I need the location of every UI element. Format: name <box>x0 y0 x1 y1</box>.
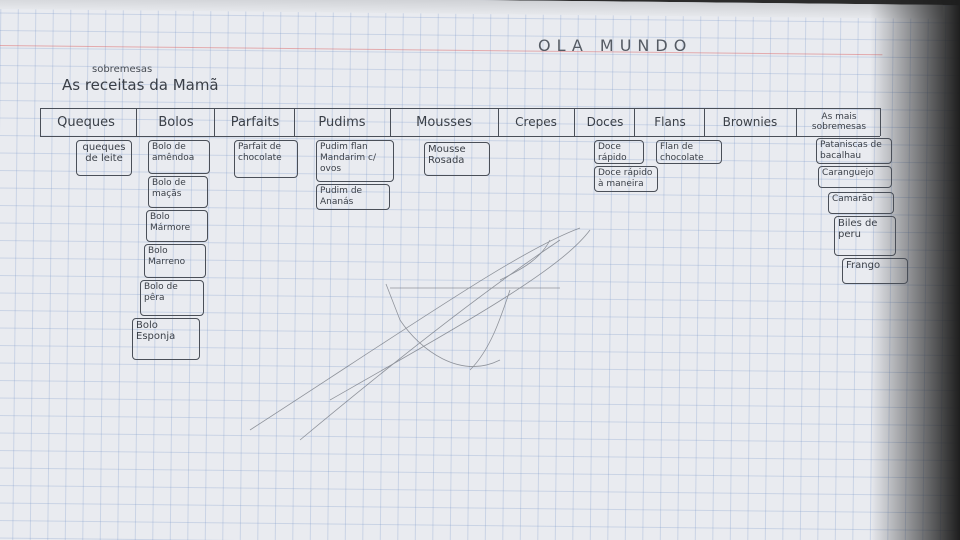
item-pataniscas: Pataniscas de bacalhau <box>816 138 892 164</box>
category-as-mais-sobremesas: As mais sobremesas <box>811 112 867 132</box>
item-caranguejo: Caranguejo <box>818 166 892 188</box>
category-crepes: Crepes <box>515 115 557 129</box>
item-queques-de-leite: queques de leite <box>76 140 132 176</box>
item-flan-chocolate: Flan de chocolate <box>656 140 722 164</box>
category-pudims: Pudims <box>318 114 366 130</box>
category-mousses: Mousses <box>416 114 472 130</box>
divider <box>574 108 575 136</box>
category-parfaits: Parfaits <box>230 114 280 130</box>
heading-ola-mundo: OLA MUNDO <box>538 36 693 55</box>
item-biles-peru: Biles de peru <box>834 216 896 256</box>
divider <box>880 108 881 136</box>
item-bolo-macas: Bolo de maçãs <box>148 176 208 208</box>
divider <box>796 108 797 136</box>
category-brownies: Brownies <box>722 115 778 129</box>
divider <box>704 108 705 136</box>
divider <box>136 108 137 136</box>
category-bar-top <box>40 108 880 109</box>
divider <box>390 108 391 136</box>
item-pudim-ananas: Pudim de Ananás <box>316 184 390 210</box>
item-bolo-amendoa: Bolo de amêndoa <box>148 140 210 174</box>
item-doce-rapido: Doce rápido <box>594 140 644 164</box>
category-bar-bottom <box>40 136 880 137</box>
item-pudim-flan: Pudim flan Mandarim c/ ovos <box>316 140 394 182</box>
item-camarao: Camarão <box>828 192 894 214</box>
item-frango: Frango <box>842 258 908 284</box>
category-queques: Queques <box>57 114 115 130</box>
page-title: As receitas da Mamã <box>62 76 219 94</box>
item-parfait-chocolate: Parfait de chocolate <box>234 140 298 178</box>
category-flans: Flans <box>654 115 686 129</box>
category-bolos: Bolos <box>158 114 194 130</box>
item-bolo-esponja: Bolo Esponja <box>132 318 200 360</box>
item-bolo-marreno: Bolo Marreno <box>144 244 206 278</box>
divider <box>40 108 41 136</box>
item-mousse-rosada: Mousse Rosada <box>424 142 490 176</box>
divider <box>294 108 295 136</box>
dark-edge-shadow <box>870 0 960 540</box>
item-doce-rapido-maneira: Doce rápido à maneira <box>594 166 658 192</box>
item-bolo-marmore: Bolo Mármore <box>146 210 208 242</box>
category-doces: Doces <box>586 115 624 129</box>
item-bolo-pera: Bolo de pêra <box>140 280 204 316</box>
divider <box>634 108 635 136</box>
divider <box>214 108 215 136</box>
title-overwrite-word: sobremesas <box>92 64 153 75</box>
divider <box>498 108 499 136</box>
